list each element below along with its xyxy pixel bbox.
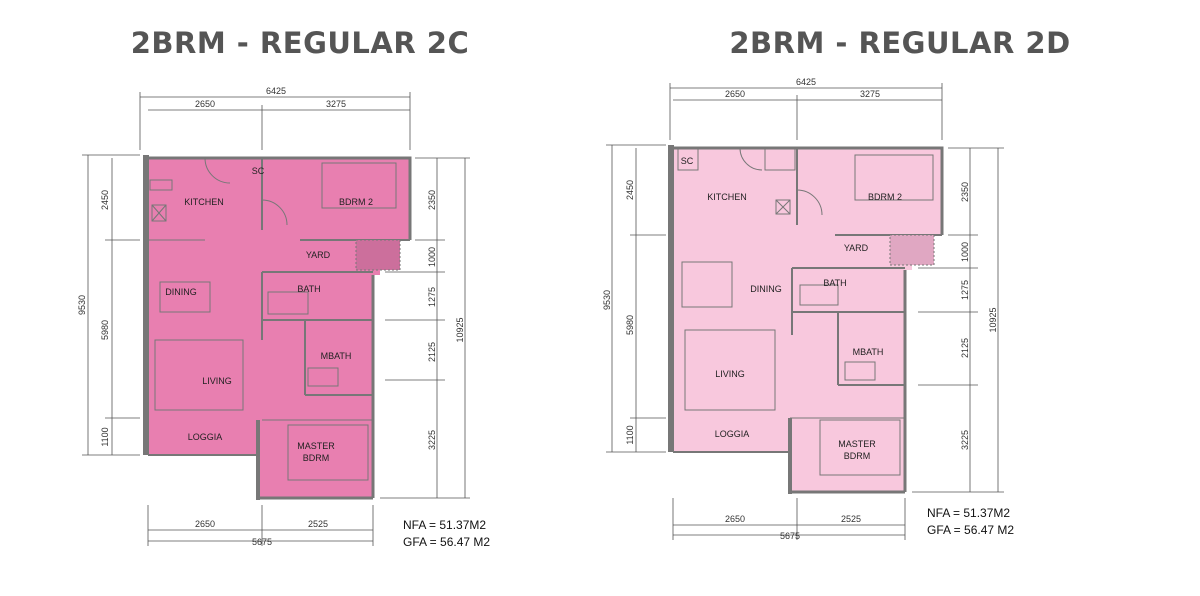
room-kitchen: KITCHEN: [707, 192, 747, 202]
dim-right-e: 3225: [960, 430, 970, 450]
floor-plan-drawing: 6425 2650 3275 2650 2525 5675 9530 2450 …: [77, 86, 470, 547]
room-loggia: LOGGIA: [188, 432, 223, 442]
dim-bottom-left: 2650: [195, 519, 215, 529]
dim-right-e: 3225: [427, 430, 437, 450]
dim-left-upper: 2450: [625, 180, 635, 200]
room-kitchen: KITCHEN: [184, 197, 224, 207]
dim-top-left: 2650: [195, 99, 215, 109]
dimension-lines: [606, 83, 1004, 540]
dim-right-b: 1000: [427, 247, 437, 267]
dim-right-d: 2125: [960, 338, 970, 358]
dim-right-overall: 10925: [455, 317, 465, 342]
room-sc: SC: [252, 166, 265, 176]
floor-plan-drawing: 6425 2650 3275 2650 2525 5675 9530 2450 …: [602, 77, 1004, 541]
gfa-value: GFA = 56.47 M2: [927, 523, 1015, 537]
room-master-line2: BDRM: [844, 451, 871, 461]
room-living: LIVING: [202, 376, 232, 386]
dim-top-left: 2650: [725, 89, 745, 99]
floor-plan-2d: 2BRM - REGULAR 2D: [600, 0, 1200, 596]
dim-bottom-overall: 5675: [780, 531, 800, 541]
dim-right-overall: 10925: [988, 307, 998, 332]
walls: [143, 155, 412, 500]
dim-left-overall: 9530: [602, 290, 612, 310]
dim-bottom-overall: 5675: [252, 537, 272, 547]
dim-bottom-right: 2525: [841, 514, 861, 524]
dim-bottom-left: 2650: [725, 514, 745, 524]
room-mbath: MBATH: [853, 347, 884, 357]
dim-right-d: 2125: [427, 342, 437, 362]
plan-title: 2BRM - REGULAR 2C: [130, 26, 470, 60]
room-living: LIVING: [715, 369, 745, 379]
floor-plan-2c: 2BRM - REGULAR 2C: [77, 26, 490, 551]
dim-right-a: 2350: [427, 190, 437, 210]
plan-title: 2BRM - REGULAR 2D: [729, 26, 1071, 60]
dim-right-c: 1275: [960, 280, 970, 300]
room-master-line2: BDRM: [303, 453, 330, 463]
room-sc: SC: [681, 156, 694, 166]
room-bdrm2: BDRM 2: [868, 192, 902, 202]
room-master-line1: MASTER: [297, 441, 335, 451]
room-bath: BATH: [297, 284, 320, 294]
dimension-lines: [82, 92, 470, 546]
dim-left-lower: 1100: [100, 427, 110, 446]
dim-right-b: 1000: [960, 242, 970, 262]
dim-left-middle: 5980: [625, 315, 635, 335]
area-block: NFA = 51.37M2 GFA = 56.47 M2: [403, 517, 490, 551]
area-block: NFA = 51.37M2 GFA = 56.47 M2: [927, 505, 1014, 539]
room-mbath: MBATH: [321, 351, 352, 361]
gfa-value: GFA = 56.47 M2: [403, 535, 491, 549]
nfa-value: NFA = 51.37M2: [403, 518, 487, 532]
dim-left-middle: 5980: [100, 320, 110, 340]
room-yard: YARD: [306, 250, 331, 260]
room-loggia: LOGGIA: [715, 429, 750, 439]
room-yard: YARD: [844, 243, 869, 253]
dim-top-right: 3275: [860, 89, 880, 99]
dim-bottom-right: 2525: [308, 519, 328, 529]
nfa-value: NFA = 51.37M2: [927, 506, 1011, 520]
room-dining: DINING: [165, 287, 197, 297]
room-master-line1: MASTER: [838, 439, 876, 449]
unit-fill: [148, 158, 410, 498]
dim-top-overall: 6425: [796, 77, 816, 87]
dim-top-overall: 6425: [266, 86, 286, 96]
dim-left-lower: 1100: [625, 425, 635, 444]
dim-top-right: 3275: [326, 99, 346, 109]
dim-right-a: 2350: [960, 182, 970, 202]
dim-left-upper: 2450: [100, 190, 110, 210]
dim-left-overall: 9530: [77, 295, 87, 315]
walls: [668, 145, 944, 494]
room-dining: DINING: [750, 284, 782, 294]
dim-right-c: 1275: [427, 287, 437, 307]
room-bath: BATH: [823, 278, 846, 288]
room-bdrm2: BDRM 2: [339, 197, 373, 207]
